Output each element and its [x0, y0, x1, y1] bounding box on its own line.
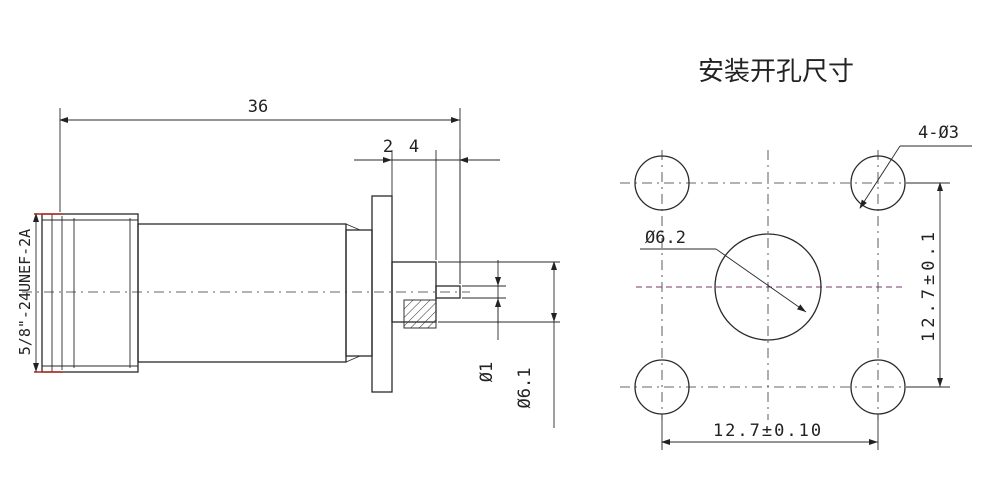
- contact-pin: [435, 285, 461, 299]
- flange: [371, 195, 393, 393]
- horizontal-spacing-label: 12.7±0.10: [713, 421, 823, 441]
- center-hole: [714, 233, 822, 341]
- dimension-horizontal-spacing: 12.7±0.10: [661, 414, 879, 450]
- dimension-flange-offset: 2 4: [354, 137, 500, 284]
- rear-insulator: [391, 261, 437, 329]
- dimension-thread: 5/8"-24UNEF-2A: [16, 213, 39, 372]
- connector-side-view: 36 2 4 5/8"-24UNEF-2A Ø1: [16, 97, 560, 428]
- insulator-diameter-label: Ø6.1: [515, 368, 535, 409]
- dimension-vertical-spacing: 12.7±0.1: [906, 182, 950, 388]
- connector-body: [137, 223, 373, 363]
- dimension-insulator-diameter: Ø6.1: [438, 261, 560, 428]
- mount-hole-top-left: [634, 155, 690, 211]
- panel-cutout-view: 安装开孔尺寸 4-Ø3 Ø6.2: [620, 57, 972, 450]
- cutout-title: 安装开孔尺寸: [698, 57, 854, 87]
- dimension-center-hole: Ø6.2: [640, 228, 807, 313]
- length-label: 36: [248, 97, 268, 117]
- mount-holes-label: 4-Ø3: [918, 123, 959, 143]
- flange-offset-b-label: 4: [409, 137, 419, 157]
- vertical-spacing-label: 12.7±0.1: [919, 228, 939, 342]
- dimension-length: 36: [59, 97, 461, 284]
- mount-hole-top-right: [850, 155, 906, 211]
- center-hole-label: Ø6.2: [645, 228, 686, 248]
- hole-pattern-lines: [620, 150, 930, 420]
- dimension-pin-diameter: Ø1: [462, 260, 506, 382]
- thread-label: 5/8"-24UNEF-2A: [16, 229, 34, 355]
- pin-diameter-label: Ø1: [477, 362, 497, 382]
- dimension-mount-holes: 4-Ø3: [859, 123, 972, 209]
- flange-offset-a-label: 2: [383, 137, 393, 157]
- threaded-nut: [34, 213, 139, 373]
